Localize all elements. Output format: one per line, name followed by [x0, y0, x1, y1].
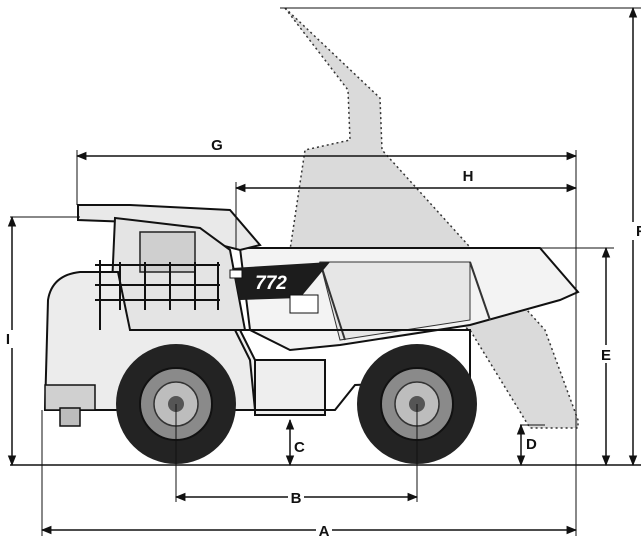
dimension-c: C: [285, 418, 305, 467]
dimension-b-label: B: [291, 490, 302, 507]
dimension-h-label: H: [463, 168, 474, 185]
dimension-e: E: [597, 246, 615, 467]
dimension-h: H: [234, 167, 578, 193]
extension-lines: [10, 7, 641, 536]
dimension-d-label: D: [526, 436, 537, 453]
dimension-c-label: C: [294, 439, 305, 456]
raised-bed-silhouette: [284, 7, 579, 429]
dimension-b: B: [174, 489, 419, 507]
dimension-i: I: [3, 215, 19, 467]
model-badge-text: 772: [255, 273, 287, 294]
dimension-f: F: [628, 6, 641, 467]
dimension-f-label: F: [636, 223, 641, 240]
dimension-i-label: I: [6, 331, 10, 348]
dimension-a: A: [40, 522, 578, 540]
dimension-e-label: E: [601, 347, 611, 364]
dimension-d: D: [516, 423, 537, 467]
dimension-a-label: A: [319, 523, 330, 540]
dimension-g: G: [75, 136, 578, 161]
model-badge: 772: [245, 268, 297, 294]
dimension-g-label: G: [211, 137, 223, 154]
